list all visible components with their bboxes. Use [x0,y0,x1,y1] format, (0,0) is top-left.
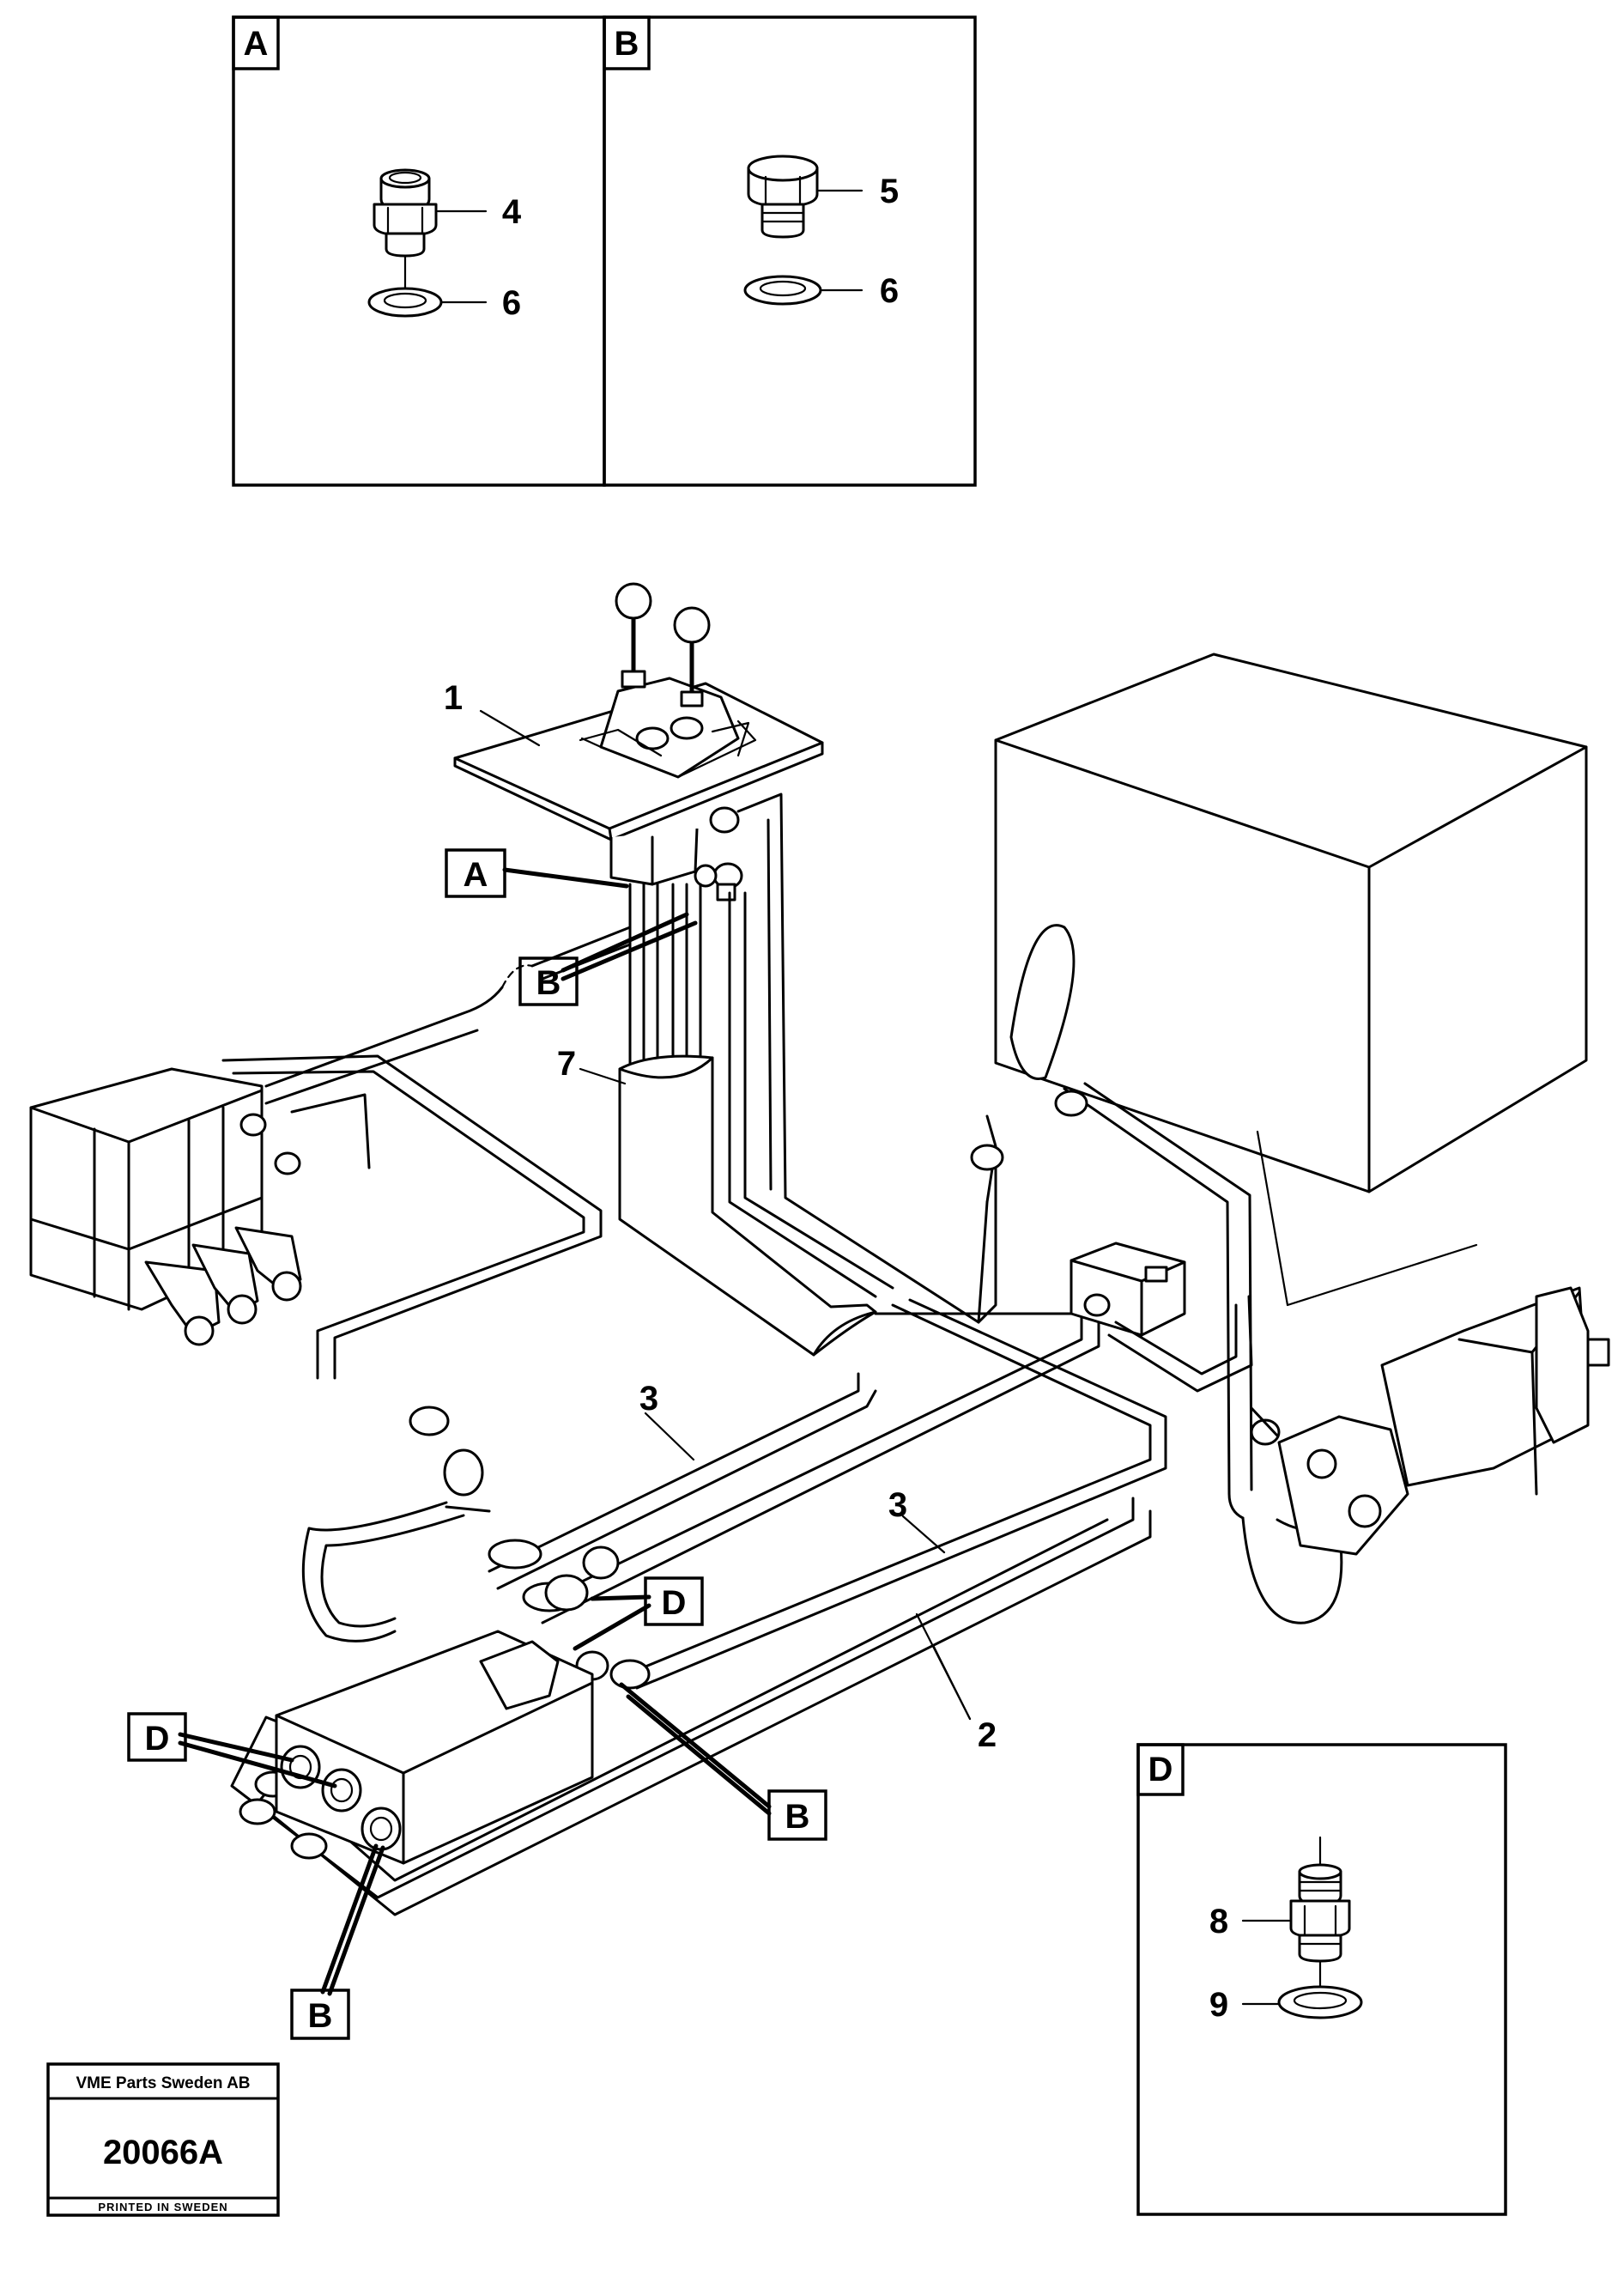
plug-part-5-illustration [743,155,822,306]
callout-8: 8 [1209,1903,1228,1940]
main-valve-manifold [275,1545,620,1865]
hydraulic-pump-motor [1250,1286,1610,1556]
callout-4: 4 [502,193,522,231]
tag-d-middle: D [662,1584,687,1622]
control-valve-assembly [453,582,824,902]
part-callouts: 1 7 3 3 2 [444,679,997,1754]
adapter-part-8-illustration [1277,1836,1363,2019]
hydraulic-tank [994,653,1588,1307]
callout-6a: 6 [502,284,521,322]
reference-tags: A B D D B B [127,848,827,2040]
callout-5: 5 [880,173,899,210]
detail-panel-a: A 4 6 [232,15,606,487]
directional-valve-block [29,1067,302,1346]
panel-b-tag: B [615,25,639,63]
stamp-company: VME Parts Sweden AB [76,2074,250,2092]
stamp-printed: PRINTED IN SWEDEN [98,2201,227,2213]
panel-d-tag: D [1148,1751,1173,1788]
tag-b-right: B [785,1798,810,1836]
detail-panel-d: D 8 9 [1136,1743,1507,2216]
callout-3b: 3 [888,1486,907,1524]
callout-1: 1 [444,679,463,717]
drawing-stamp: VME Parts Sweden AB 20066A PRINTED IN SW… [46,2062,280,2217]
callout-9: 9 [1209,1986,1228,2024]
stamp-drawing-number: 20066A [103,2134,223,2171]
callout-7: 7 [557,1045,576,1083]
detail-panel-b: B 5 6 [603,15,977,487]
callout-3a: 3 [639,1380,658,1418]
fitting-part-4-illustration [367,168,443,318]
panel-a-tag: A [244,25,269,63]
pressure-control-block [1070,1242,1253,1393]
tag-b-upper: B [536,964,561,1002]
callout-6b: 6 [880,272,899,310]
tag-d-left: D [145,1720,170,1758]
tag-a: A [464,856,488,894]
callout-2: 2 [978,1716,997,1754]
hose-bundle-with-sleeve [618,883,877,1357]
tag-b-bottom: B [308,1997,333,2035]
